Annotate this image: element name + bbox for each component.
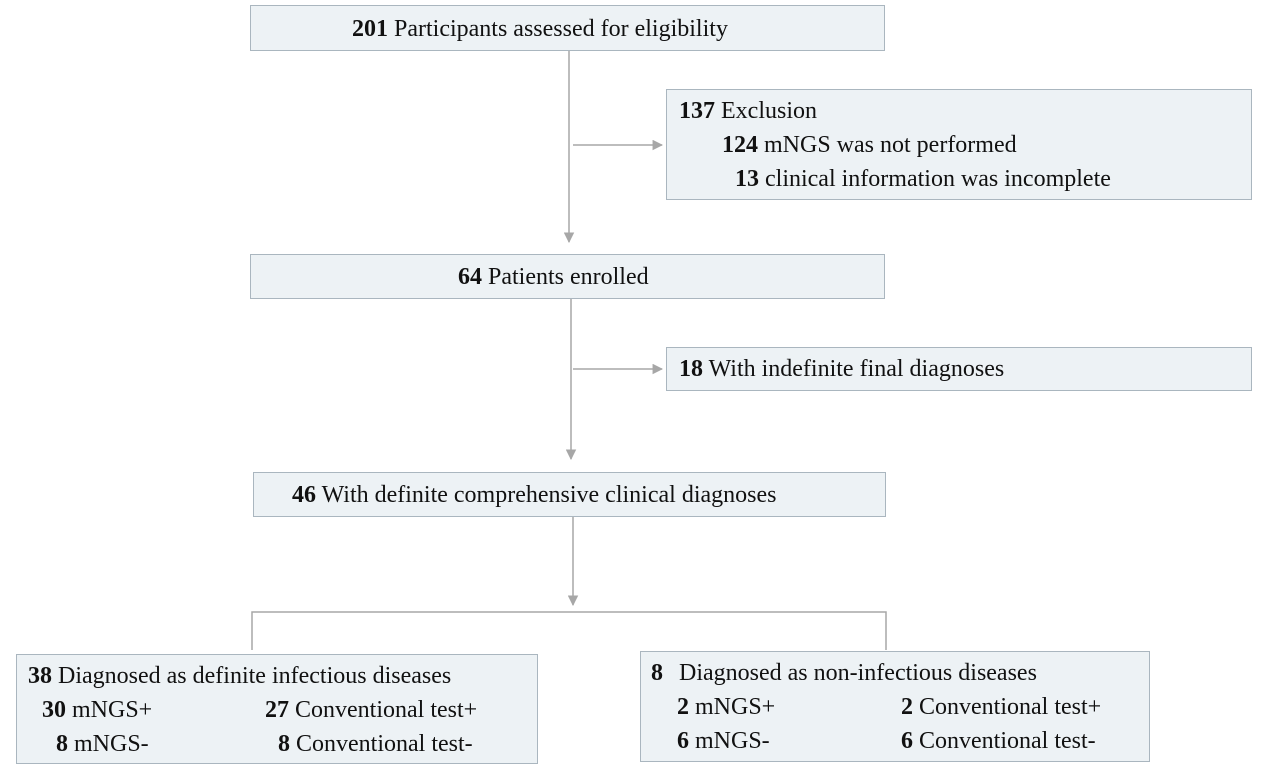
indefinite-count: 18 [679,356,703,382]
definite-box [253,472,886,517]
noninfectious-conv-pos-label: Conventional test+ [919,694,1102,720]
indefinite-text: 18 With indefinite final diagnoses [679,355,1004,383]
definite-text: 46 With definite comprehensive clinical … [292,481,776,509]
screening-box [250,5,885,51]
noninfectious-conv-pos-count: 2 [901,694,913,720]
enrolled-label: Patients enrolled [488,264,649,290]
exclusion-item-count: 124 [722,132,758,158]
exclusion-item-count: 13 [735,166,759,192]
exclusion-item-label: clinical information was incomplete [765,166,1111,192]
noninfectious-mngs-neg-label: mNGS- [695,728,770,754]
enrolled-text: 64 Patients enrolled [458,263,649,291]
infectious-label: Diagnosed as definite infectious disease… [58,663,452,689]
split-bracket [251,611,887,650]
infectious-conv-neg-label: Conventional test- [296,731,473,757]
infectious-conv-neg-count: 8 [278,731,290,757]
exclusion-item-incomplete: 13 clinical information was incomplete [735,165,1111,193]
infectious-mngs-pos: 30 mNGS+ [42,696,152,724]
infectious-heading: 38 Diagnosed as definite infectious dise… [28,662,451,690]
infectious-count: 38 [28,663,52,689]
infectious-conv-pos-count: 27 [265,697,289,723]
infectious-box [16,654,538,764]
indefinite-box [666,347,1252,391]
definite-count: 46 [292,482,316,508]
infectious-mngs-neg-label: mNGS- [74,731,149,757]
exclusion-box [666,89,1252,200]
infectious-conv-pos-label: Conventional test+ [295,697,478,723]
infectious-mngs-pos-label: mNGS+ [72,697,153,723]
exclusion-label: Exclusion [721,98,817,124]
noninfectious-mngs-pos-label: mNGS+ [695,694,776,720]
noninfectious-label: Diagnosed as non-infectious diseases [679,660,1037,686]
noninfectious-conv-neg-label: Conventional test- [919,728,1096,754]
indefinite-label: With indefinite final diagnoses [708,356,1005,382]
noninfectious-box [640,651,1150,762]
enrolled-count: 64 [458,264,482,290]
screening-label: Participants assessed for eligibility [394,16,728,42]
noninfectious-count: 8 [651,660,663,686]
enrolled-box [250,254,885,299]
noninfectious-conv-pos: 2 Conventional test+ [901,693,1101,721]
exclusion-heading: 137 Exclusion [679,97,817,125]
infectious-mngs-neg-count: 8 [56,731,68,757]
definite-label: With definite comprehensive clinical dia… [321,482,777,508]
infectious-mngs-neg: 8 mNGS- [56,730,149,758]
infectious-mngs-pos-count: 30 [42,697,66,723]
exclusion-item-no-mngs: 124 mNGS was not performed [722,131,1017,159]
noninfectious-heading: 8 Diagnosed as non-infectious diseases [651,659,1037,687]
screening-count: 201 [352,16,388,42]
infectious-conv-pos: 27 Conventional test+ [265,696,477,724]
infectious-conv-neg: 8 Conventional test- [278,730,473,758]
noninfectious-mngs-pos: 2 mNGS+ [677,693,775,721]
exclusion-item-label: mNGS was not performed [764,132,1017,158]
noninfectious-mngs-neg-count: 6 [677,728,689,754]
noninfectious-conv-neg-count: 6 [901,728,913,754]
screening-text: 201 Participants assessed for eligibilit… [352,15,728,43]
noninfectious-mngs-neg: 6 mNGS- [677,727,770,755]
exclusion-count: 137 [679,98,715,124]
noninfectious-mngs-pos-count: 2 [677,694,689,720]
noninfectious-conv-neg: 6 Conventional test- [901,727,1096,755]
